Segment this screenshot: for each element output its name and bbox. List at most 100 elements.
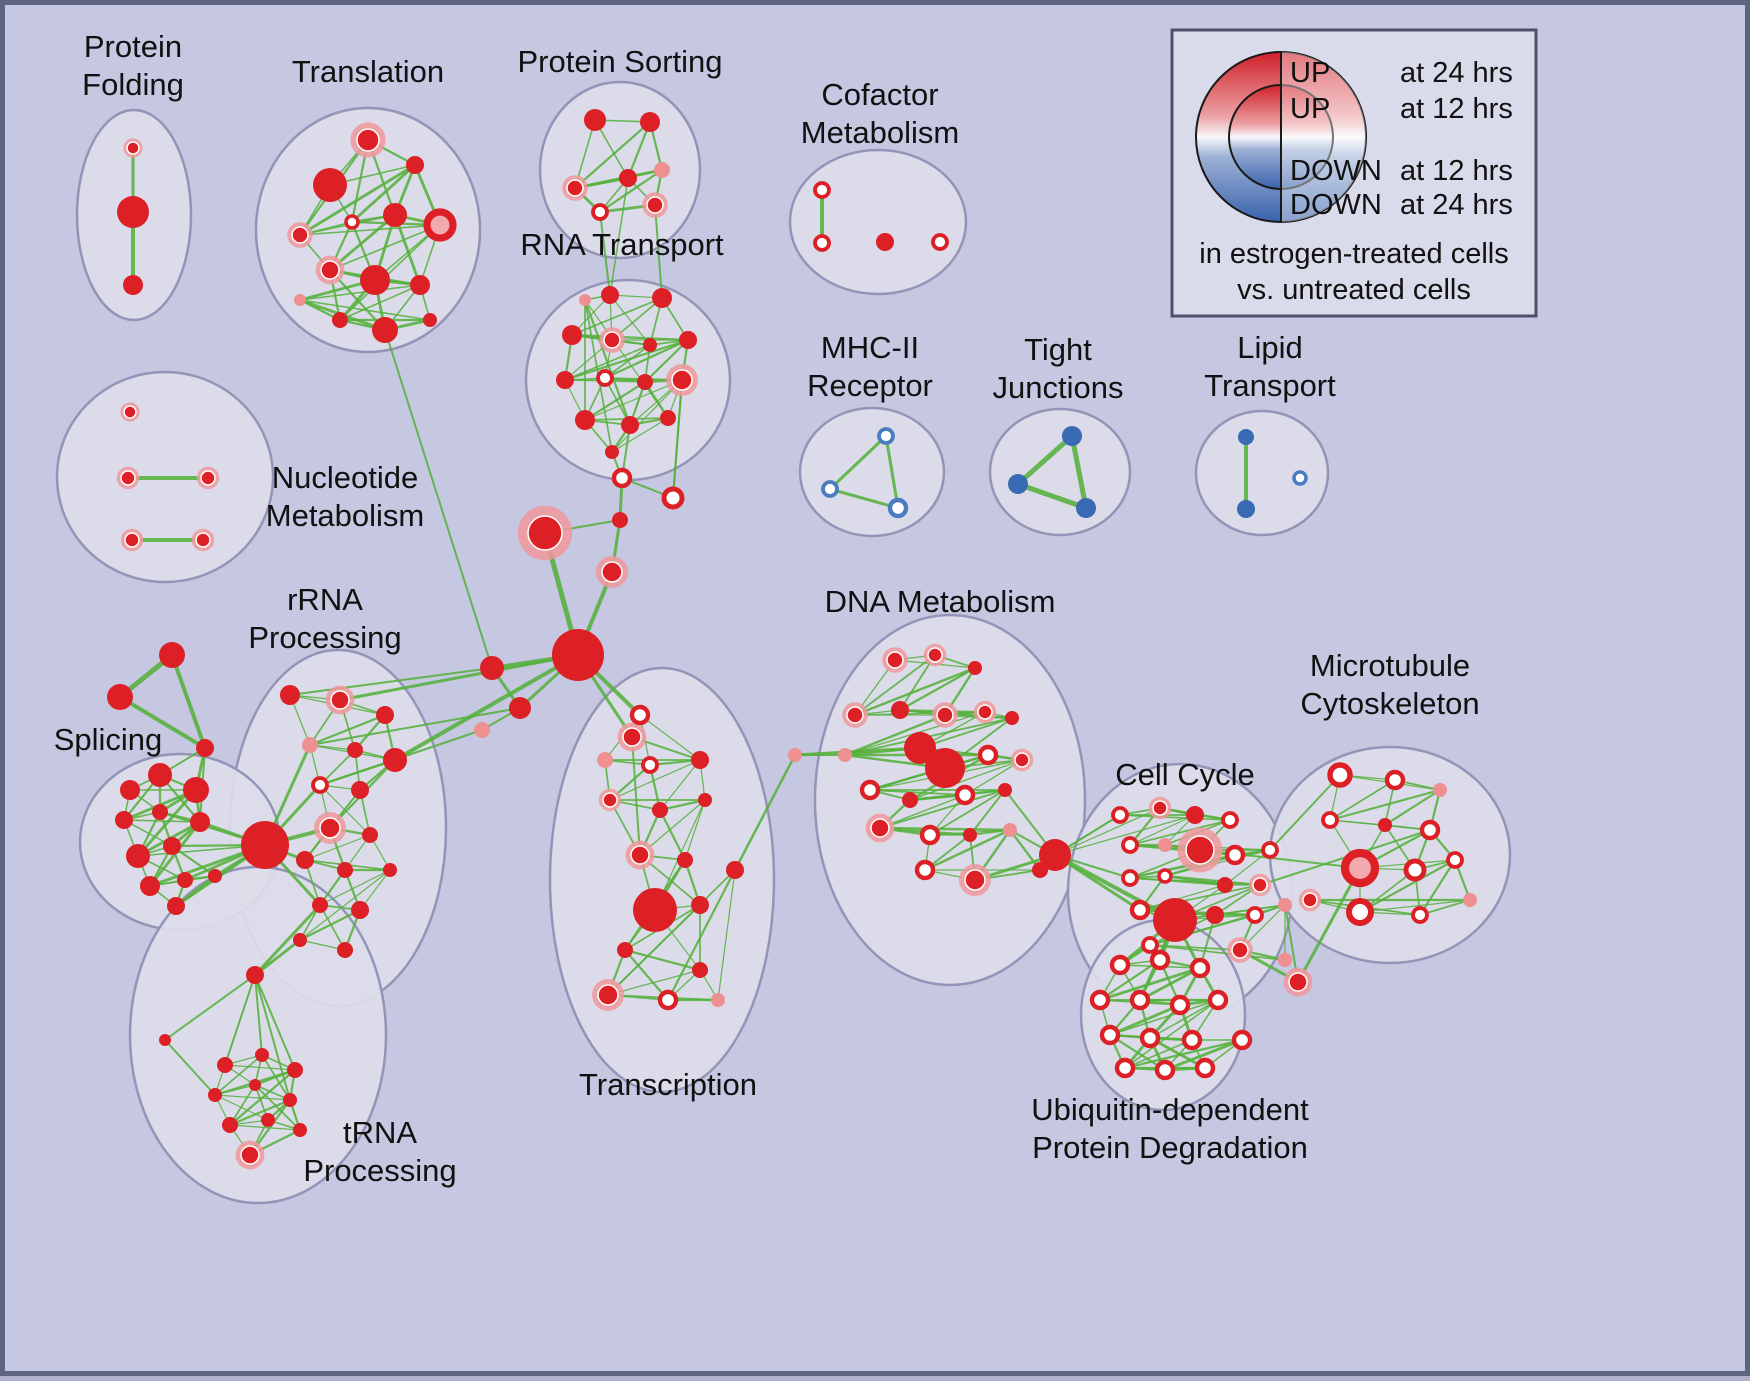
network-edge: [136, 788, 198, 858]
network-node-82: [167, 897, 185, 915]
network-node-107: [222, 1117, 238, 1133]
network-node-74: [152, 804, 168, 820]
network-edge: [1418, 858, 1457, 917]
network-edge: [1119, 814, 1231, 821]
network-edge: [254, 974, 263, 1056]
network-node-101: [217, 1057, 233, 1073]
network-edge: [299, 299, 431, 321]
network-node-145: [998, 783, 1012, 797]
network-edge: [609, 177, 629, 296]
network-node-67: [159, 642, 185, 668]
network-edge: [1123, 1038, 1244, 1070]
network-edge: [339, 284, 421, 321]
network-node-119: [630, 845, 650, 865]
network-edge: [304, 834, 371, 861]
network-node-155: [1111, 806, 1129, 824]
network-edge: [853, 666, 977, 717]
cluster-label-transcription: Transcription: [579, 1067, 757, 1102]
network-node-178: [1433, 783, 1447, 797]
network-edge: [609, 294, 651, 346]
network-node-128: [726, 861, 744, 879]
network-node-47: [195, 532, 211, 548]
network-node-115: [691, 751, 709, 769]
network-node-161: [1185, 835, 1215, 865]
network-node-118: [698, 793, 712, 807]
network-node-197: [1139, 1027, 1161, 1049]
network-edge: [350, 163, 417, 224]
network-edge: [329, 224, 441, 271]
network-edge: [1139, 884, 1226, 911]
network-node-117: [652, 802, 668, 818]
network-edge: [1098, 958, 1162, 1002]
network-node-124: [692, 962, 708, 978]
network-edge: [319, 869, 391, 906]
network-edge: [298, 908, 362, 942]
network-edge: [1015, 433, 1075, 487]
network-edge: [733, 753, 797, 872]
network-node-190: [1149, 949, 1171, 971]
network-edge: [253, 938, 302, 977]
network-node-185: [1345, 897, 1375, 927]
cluster-dna: [813, 613, 1087, 987]
network-node-70: [120, 780, 140, 800]
network-edge: [228, 1098, 292, 1127]
legend-caption-0: in estrogen-treated cells: [1199, 238, 1509, 270]
network-node-59: [612, 512, 628, 528]
network-node-94: [337, 862, 353, 878]
network-node-134: [936, 706, 954, 724]
network-edge: [1069, 433, 1089, 511]
cluster-label-cell-cycle: Cell Cycle: [1115, 757, 1255, 792]
network-node-143: [902, 792, 918, 808]
legend-time-2: at 12 hrs: [1400, 155, 1513, 187]
cluster-tight: [988, 407, 1132, 537]
network-node-123: [617, 942, 633, 958]
network-edge: [623, 948, 702, 972]
cluster-label-protein-sorting: Protein Sorting: [517, 44, 722, 79]
network-edge: [1124, 999, 1219, 1069]
network-node-184: [1446, 851, 1464, 869]
network-node-77: [163, 837, 181, 855]
network-node-193: [1129, 989, 1151, 1011]
network-edge: [1163, 874, 1262, 887]
network-node-16: [423, 313, 437, 327]
network-node-51: [1062, 426, 1082, 446]
network-node-97: [351, 901, 369, 919]
legend-caption-1: vs. untreated cells: [1237, 274, 1471, 306]
cluster-label-ubiquitin: Ubiquitin-dependent: [1031, 1092, 1309, 1127]
network-node-111: [159, 1034, 171, 1046]
cluster-label-splicing: Splicing: [54, 722, 163, 757]
network-node-80: [177, 872, 193, 888]
network-edge: [1098, 966, 1202, 1002]
network-edge: [594, 119, 629, 179]
network-node-31: [603, 331, 621, 349]
network-edge: [164, 974, 256, 1041]
network-node-75: [190, 812, 210, 832]
network-node-175: [1278, 953, 1292, 967]
network-node-116: [602, 792, 618, 808]
network-node-63: [480, 656, 504, 680]
network-node-41: [605, 445, 619, 459]
network-edge: [603, 338, 690, 380]
network-node-150: [914, 859, 936, 881]
network-node-36: [637, 374, 653, 390]
network-edge: [339, 224, 441, 321]
cluster-lipid: [1194, 409, 1330, 537]
network-edge: [1269, 774, 1341, 851]
network-edge: [299, 224, 441, 236]
network-node-154: [1039, 839, 1071, 871]
network-node-105: [249, 1079, 261, 1091]
network-node-174: [1231, 941, 1249, 959]
legend-time-1: at 12 hrs: [1400, 93, 1513, 125]
network-node-188: [1302, 892, 1318, 908]
network-node-72: [183, 777, 209, 803]
network-node-126: [657, 989, 679, 1011]
network-node-52: [1008, 474, 1028, 494]
network-node-149: [1003, 823, 1017, 837]
network-node-50: [887, 497, 909, 519]
network-edge: [299, 869, 391, 941]
network-node-192: [1089, 989, 1111, 1011]
network-edge: [828, 487, 900, 510]
network-node-159: [1121, 836, 1139, 854]
network-edge: [1383, 788, 1442, 827]
network-node-203: [1288, 972, 1308, 992]
